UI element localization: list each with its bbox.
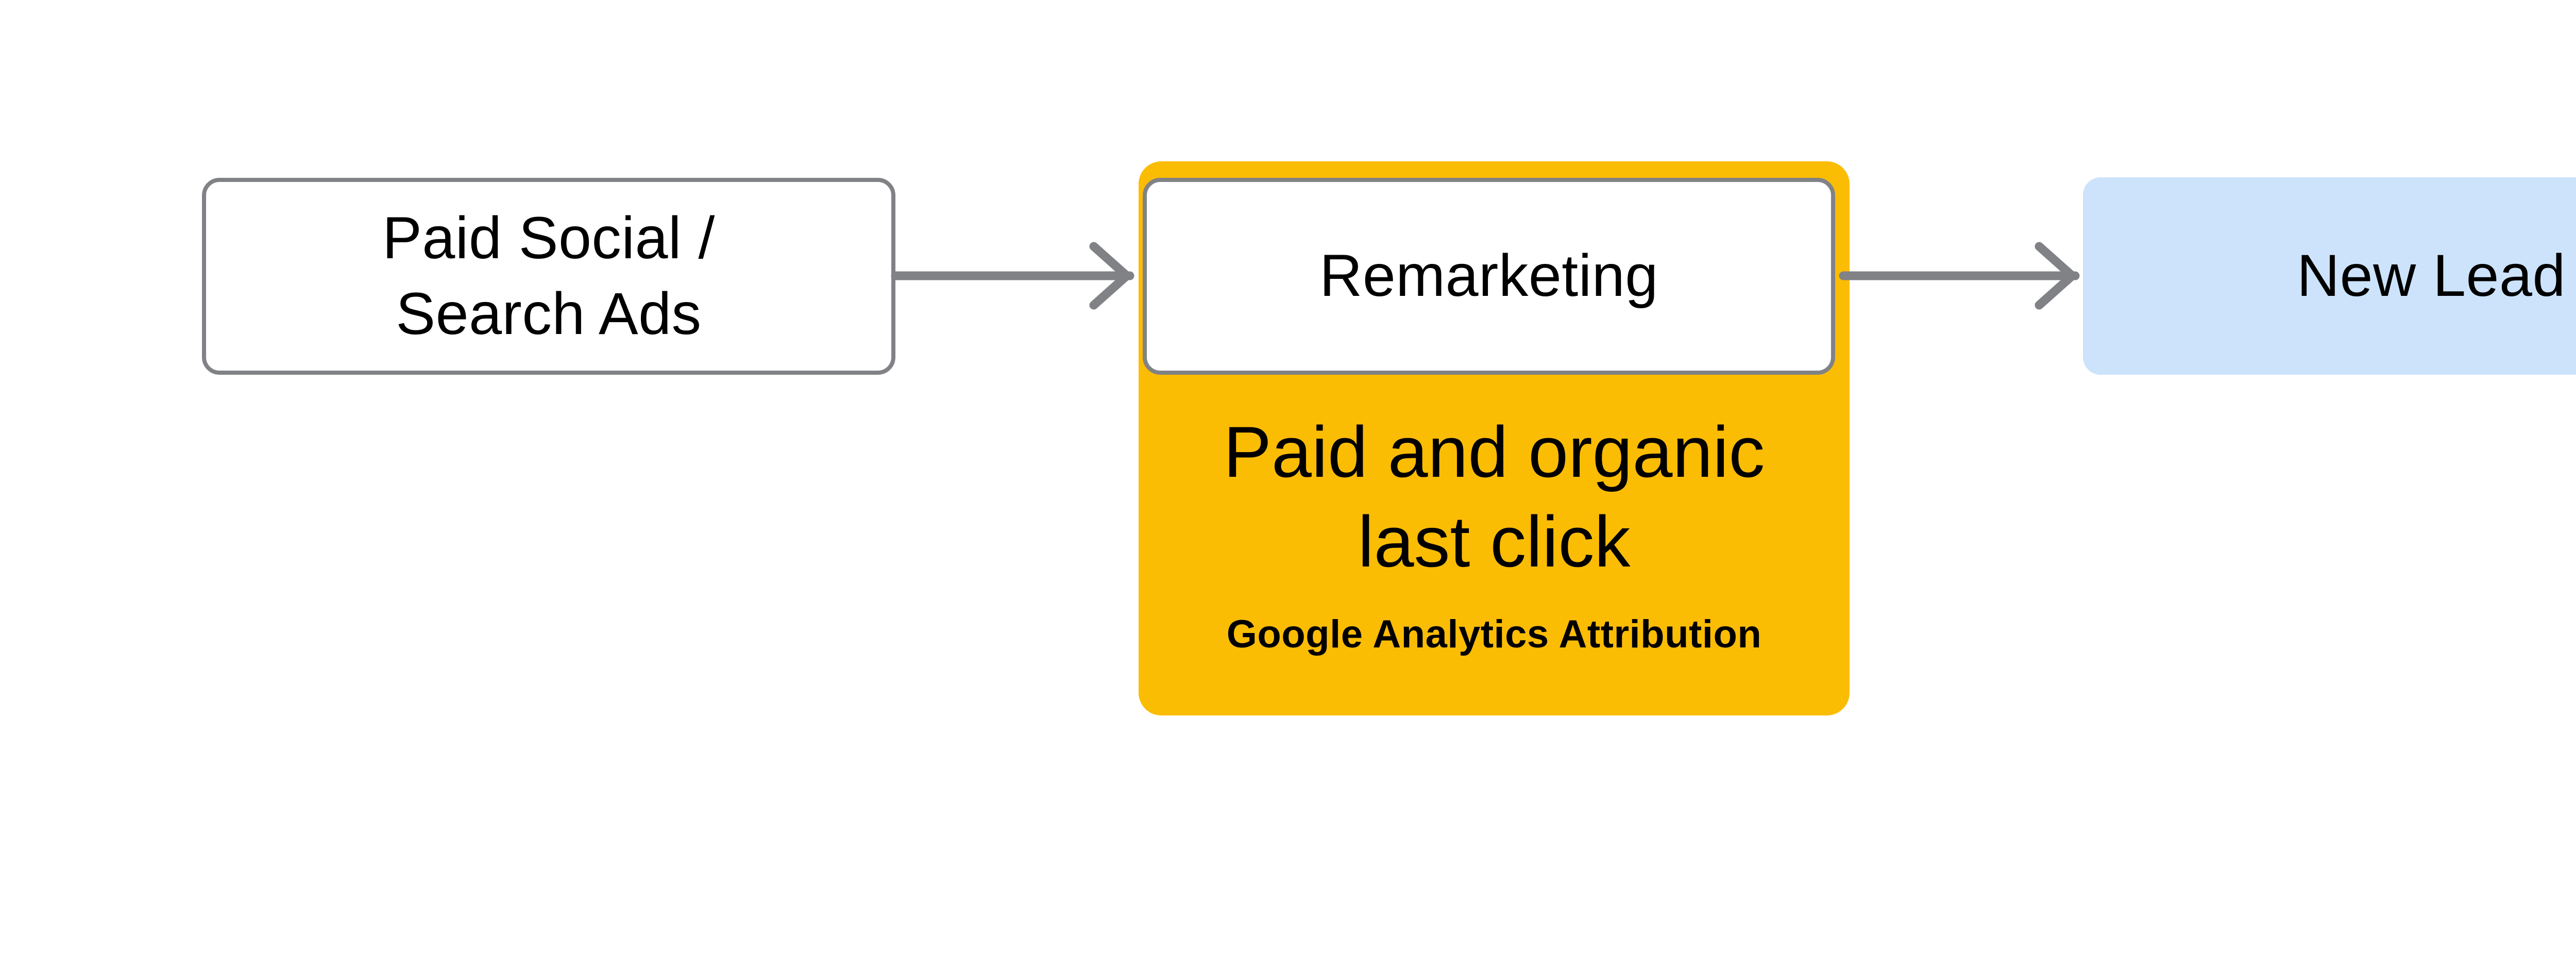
node-source-label: Paid Social / Search Ads bbox=[382, 205, 715, 347]
node-new-lead[interactable]: New Lead bbox=[2083, 177, 2576, 375]
arrow-right-icon-remarketing-to-lead bbox=[1839, 235, 2084, 317]
attribution-caption-main: Paid and organic last click bbox=[1223, 411, 1765, 582]
arrow-right-icon-source-to-remarketing bbox=[891, 235, 1140, 317]
node-lead-label: New Lead bbox=[2297, 242, 2566, 309]
node-remarketing[interactable]: Remarketing bbox=[1143, 178, 1835, 375]
node-paid-social-search-ads[interactable]: Paid Social / Search Ads bbox=[202, 178, 895, 375]
attribution-caption: Paid and organic last click Google Analy… bbox=[1139, 407, 1850, 696]
attribution-caption-sub: Google Analytics Attribution bbox=[1226, 612, 1762, 657]
node-remarketing-label: Remarketing bbox=[1319, 243, 1658, 309]
